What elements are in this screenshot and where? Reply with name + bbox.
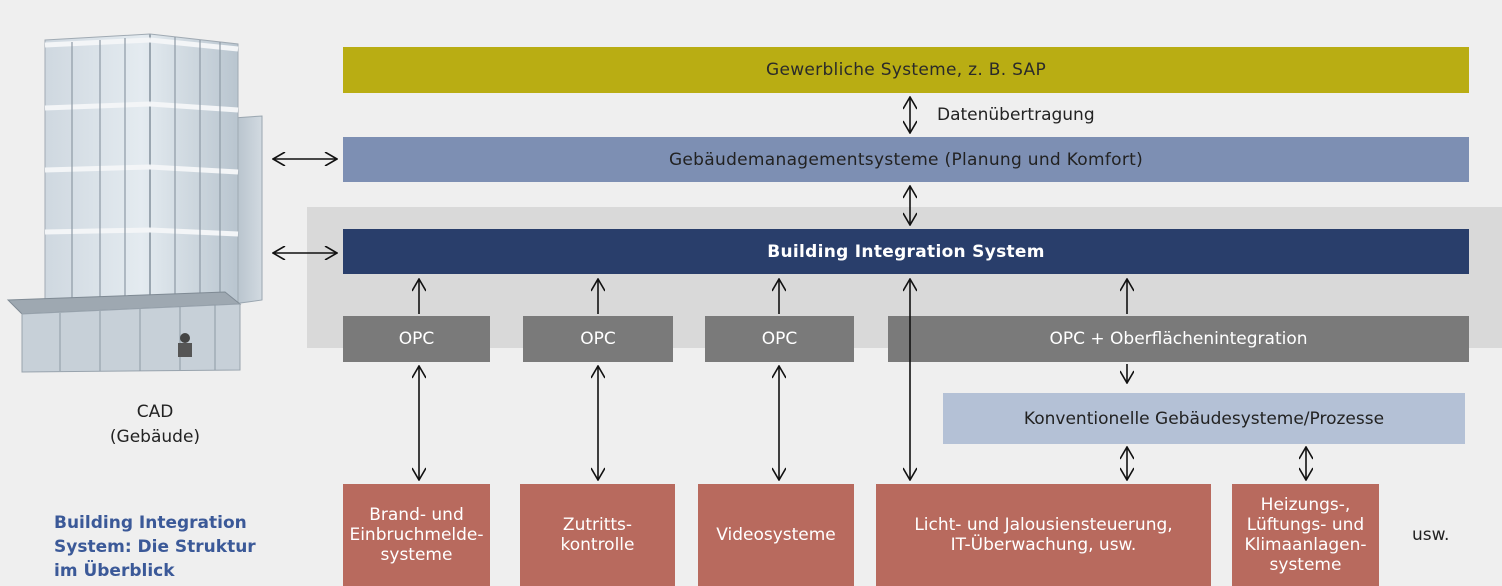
fire-intrusion-box: Brand- und Einbruchmelde- systeme (343, 484, 490, 586)
opc-box-3-label: OPC (761, 329, 798, 349)
fire-intrusion-label: Brand- und Einbruchmelde- systeme (349, 505, 484, 565)
data-transfer-label: Datenübertragung (937, 105, 1095, 125)
etc-label: usw. (1412, 525, 1450, 545)
building-management-bar: Gebäudemanagementsysteme (Planung und Ko… (343, 137, 1469, 182)
building-label-line1: CAD (136, 402, 174, 422)
building-management-label: Gebäudemanagementsysteme (Planung und Ko… (668, 149, 1144, 170)
building-label: CAD (Gebäude) (90, 400, 220, 450)
conventional-systems-label: Konventionelle Gebäudesysteme/Prozesse (1023, 408, 1385, 429)
opc-surface-integration-label: OPC + Oberflächenintegration (1049, 329, 1308, 349)
opc-surface-integration-box: OPC + Oberflächenintegration (888, 316, 1469, 362)
hvac-label: Heizungs-, Lüftungs- und Klimaanlagen- s… (1244, 495, 1367, 575)
opc-box-2-label: OPC (580, 329, 616, 349)
office-building-icon (6, 33, 263, 373)
caption-line2: System: Die Struktur (54, 537, 256, 557)
bis-bar: Building Integration System (343, 229, 1469, 274)
video-systems-box: Videosysteme (698, 484, 854, 586)
caption-line3: im Überblick (54, 561, 175, 581)
conventional-systems-box: Konventionelle Gebäudesysteme/Prozesse (943, 393, 1465, 444)
opc-box-1: OPC (343, 316, 490, 362)
caption-line1: Building Integration (54, 513, 247, 533)
access-control-label: Zutritts- kontrolle (560, 515, 635, 555)
video-systems-label: Videosysteme (716, 525, 836, 545)
opc-box-3: OPC (705, 316, 854, 362)
opc-box-1-label: OPC (398, 329, 435, 349)
building-label-line2: (Gebäude) (109, 427, 201, 447)
opc-box-2: OPC (523, 316, 673, 362)
caption: Building Integration System: Die Struktu… (54, 511, 294, 583)
hvac-box: Heizungs-, Lüftungs- und Klimaanlagen- s… (1232, 484, 1379, 586)
commercial-systems-bar: Gewerbliche Systeme, z. B. SAP (343, 47, 1469, 93)
light-blinds-label: Licht- und Jalousiensteuerung, IT-Überwa… (914, 515, 1173, 555)
commercial-systems-label: Gewerbliche Systeme, z. B. SAP (765, 60, 1047, 80)
light-blinds-box: Licht- und Jalousiensteuerung, IT-Überwa… (876, 484, 1211, 586)
access-control-box: Zutritts- kontrolle (520, 484, 675, 586)
bis-label: Building Integration System (767, 241, 1045, 262)
